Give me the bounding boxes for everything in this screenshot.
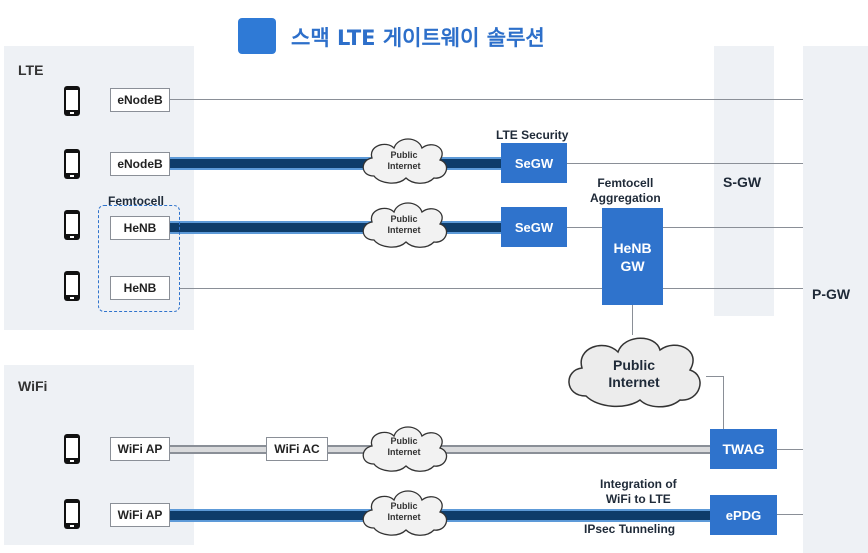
annotation-line: WiFi to LTE	[605, 492, 671, 506]
link-line-2	[566, 163, 803, 164]
cloud-icon	[568, 337, 701, 408]
lte-security-label: LTE Security	[496, 128, 569, 142]
wifi-section-label: WiFi	[18, 378, 48, 394]
enodeb-box-1: eNodeB	[110, 88, 170, 112]
phone-icon	[64, 499, 80, 529]
title-marker	[238, 18, 276, 54]
annotation-line: Integration of	[600, 477, 677, 491]
link-line-3	[566, 227, 803, 228]
epdg-box: ePDG	[710, 495, 777, 535]
wifi-ap-box-1: WiFi AP	[110, 437, 170, 461]
lte-section-label: LTE	[18, 62, 44, 78]
cloud-icon	[362, 426, 448, 472]
link-cloud-twag-h	[706, 376, 724, 377]
annotation-line: Aggregation	[590, 191, 661, 205]
link-cloud-twag-v	[723, 376, 724, 429]
link-line-4	[180, 288, 803, 289]
sgw-label: S-GW	[723, 174, 762, 190]
cloud-icon	[362, 490, 448, 536]
link-henbgw-cloud	[632, 305, 633, 335]
integration-label: Integration of WiFi to LTE	[600, 477, 677, 507]
twag-box: TWAG	[710, 429, 777, 469]
link-line-1	[168, 99, 803, 100]
wifi-ap-box-2: WiFi AP	[110, 503, 170, 527]
cloud-label-line: Internet	[387, 447, 421, 457]
henb-box-1: HeNB	[110, 216, 170, 240]
henb-gw-box: HeNB GW	[602, 208, 663, 305]
ipsec-label: IPsec Tunneling	[584, 522, 676, 536]
enodeb-box-2: eNodeB	[110, 152, 170, 176]
henb-box-2: HeNB	[110, 276, 170, 300]
cloud-label-line: Public	[612, 357, 655, 373]
cloud-label-line: Internet	[387, 161, 421, 171]
cloud-label-line: Public	[390, 150, 418, 160]
cloud-label-line: Public	[390, 214, 418, 224]
femtocell-label: Femtocell	[108, 194, 165, 208]
femto-aggregation-label: Femtocell Aggregation	[590, 176, 661, 206]
phone-icon	[64, 271, 80, 301]
cloud-label-line: Internet	[387, 512, 421, 522]
pgw-panel	[803, 46, 868, 553]
phone-icon	[64, 86, 80, 116]
henb-gw-line: HeNB	[613, 239, 652, 256]
henb-gw-line: GW	[620, 257, 645, 274]
phone-icon	[64, 210, 80, 240]
cloud-icon	[362, 138, 448, 184]
segw-box-1: SeGW	[501, 143, 567, 183]
link-line-twag-pgw	[777, 449, 803, 450]
cloud-label-line: Internet	[608, 374, 660, 390]
phone-icon	[64, 149, 80, 179]
cloud-icon	[362, 202, 448, 248]
pgw-label: P-GW	[812, 286, 851, 302]
segw-box-2: SeGW	[501, 207, 567, 247]
femtocell-group	[98, 205, 180, 312]
cloud-label-line: Public	[390, 501, 418, 511]
wifi-ac-box: WiFi AC	[266, 437, 328, 461]
cloud-label-line: Internet	[387, 225, 421, 235]
phone-icon	[64, 434, 80, 464]
page-title: 스맥 LTE 게이트웨이 솔루션	[291, 26, 545, 50]
link-line-epdg-pgw	[777, 514, 803, 515]
annotation-line: Femtocell	[597, 176, 654, 190]
cloud-label-line: Public	[390, 436, 418, 446]
sgw-panel	[714, 46, 774, 316]
